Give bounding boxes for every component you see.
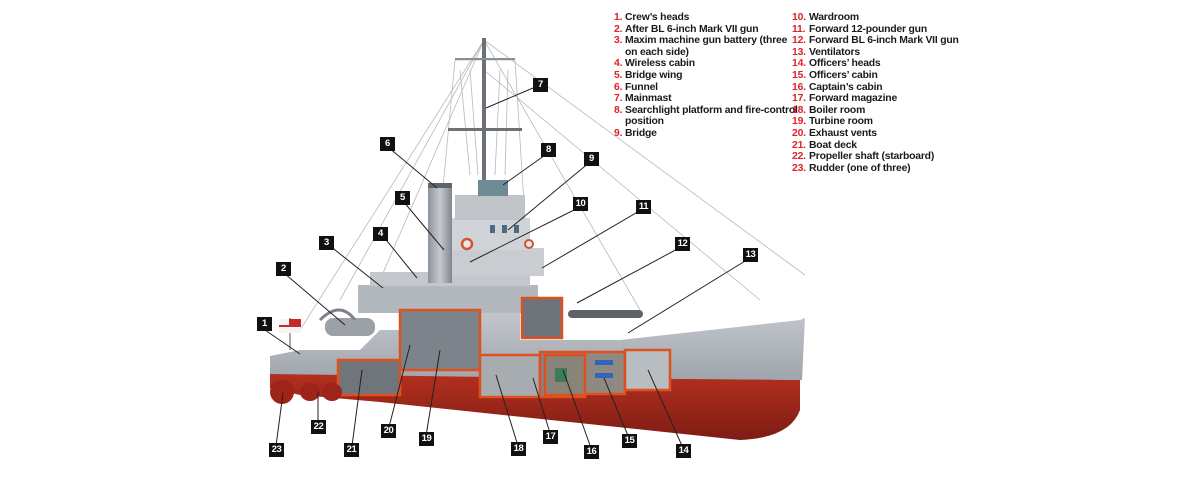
callout-11: 11 <box>636 200 651 214</box>
callout-17: 17 <box>543 430 558 444</box>
cutaway-sections <box>336 296 672 399</box>
callout-7: 7 <box>533 78 548 92</box>
legend-item: 13.Ventilators <box>792 46 860 58</box>
callout-16: 16 <box>584 445 599 459</box>
callout-5: 5 <box>395 191 410 205</box>
legend-item: 8.Searchlight platform and fire-control … <box>614 104 798 128</box>
legend-item: 17.Forward magazine <box>792 93 898 105</box>
legend-item: 1.Crew’s heads <box>614 12 690 23</box>
legend-item: 20.Exhaust vents <box>792 127 877 139</box>
rudders <box>270 380 342 404</box>
legend-item: 19.Turbine room <box>792 116 873 128</box>
callout-10: 10 <box>573 197 588 211</box>
legend-column-1: 1.Crew’s heads 2.After BL 6-inch Mark VI… <box>614 12 799 140</box>
callout-2: 2 <box>276 262 291 276</box>
legend-item: 22.Propeller shaft (starboard) <box>792 151 935 163</box>
legend-item: 23.Rudder (one of three) <box>792 162 911 174</box>
ensign-flag <box>279 318 301 350</box>
callout-4: 4 <box>373 227 388 241</box>
legend-item: 14.Officers’ heads <box>792 58 881 70</box>
callout-1: 1 <box>257 317 272 331</box>
legend-item: 2.After BL 6-inch Mark VII gun <box>614 23 759 35</box>
legend-item: 12.Forward BL 6-inch Mark VII gun <box>792 35 959 47</box>
callout-3: 3 <box>319 236 334 250</box>
legend-item: 16.Captain’s cabin <box>792 81 883 93</box>
legend-item: 6.Funnel <box>614 81 658 93</box>
callout-15: 15 <box>622 434 637 448</box>
callout-9: 9 <box>584 152 599 166</box>
mainmast <box>448 38 522 188</box>
legend-item: 4.Wireless cabin <box>614 58 695 70</box>
legend-item: 9.Bridge <box>614 127 657 139</box>
callout-23: 23 <box>269 443 284 457</box>
callout-14: 14 <box>676 444 691 458</box>
legend-item: 15.Officers’ cabin <box>792 69 878 81</box>
legend-item: 18.Boiler room <box>792 104 866 116</box>
callout-20: 20 <box>381 424 396 438</box>
callout-22: 22 <box>311 420 326 434</box>
callout-13: 13 <box>743 248 758 262</box>
legend-item: 3.Maxim machine gun battery (three on ea… <box>614 35 788 58</box>
legend-item: 10.Wardroom <box>792 12 859 23</box>
callout-19: 19 <box>419 432 434 446</box>
callout-8: 8 <box>541 143 556 157</box>
callout-18: 18 <box>511 442 526 456</box>
legend-item: 11.Forward 12-pounder gun <box>792 23 927 35</box>
callout-21: 21 <box>344 443 359 457</box>
leader-lines <box>264 87 751 449</box>
superstructure <box>358 180 544 313</box>
legend-column-2: 10.Wardroom 11.Forward 12-pounder gun 12… <box>792 12 962 174</box>
callout-6: 6 <box>380 137 395 151</box>
callout-12: 12 <box>675 237 690 251</box>
legend-item: 5.Bridge wing <box>614 69 683 81</box>
legend-item: 7.Mainmast <box>614 93 672 105</box>
guns <box>318 308 643 336</box>
legend-item: 21.Boat deck <box>792 139 857 151</box>
